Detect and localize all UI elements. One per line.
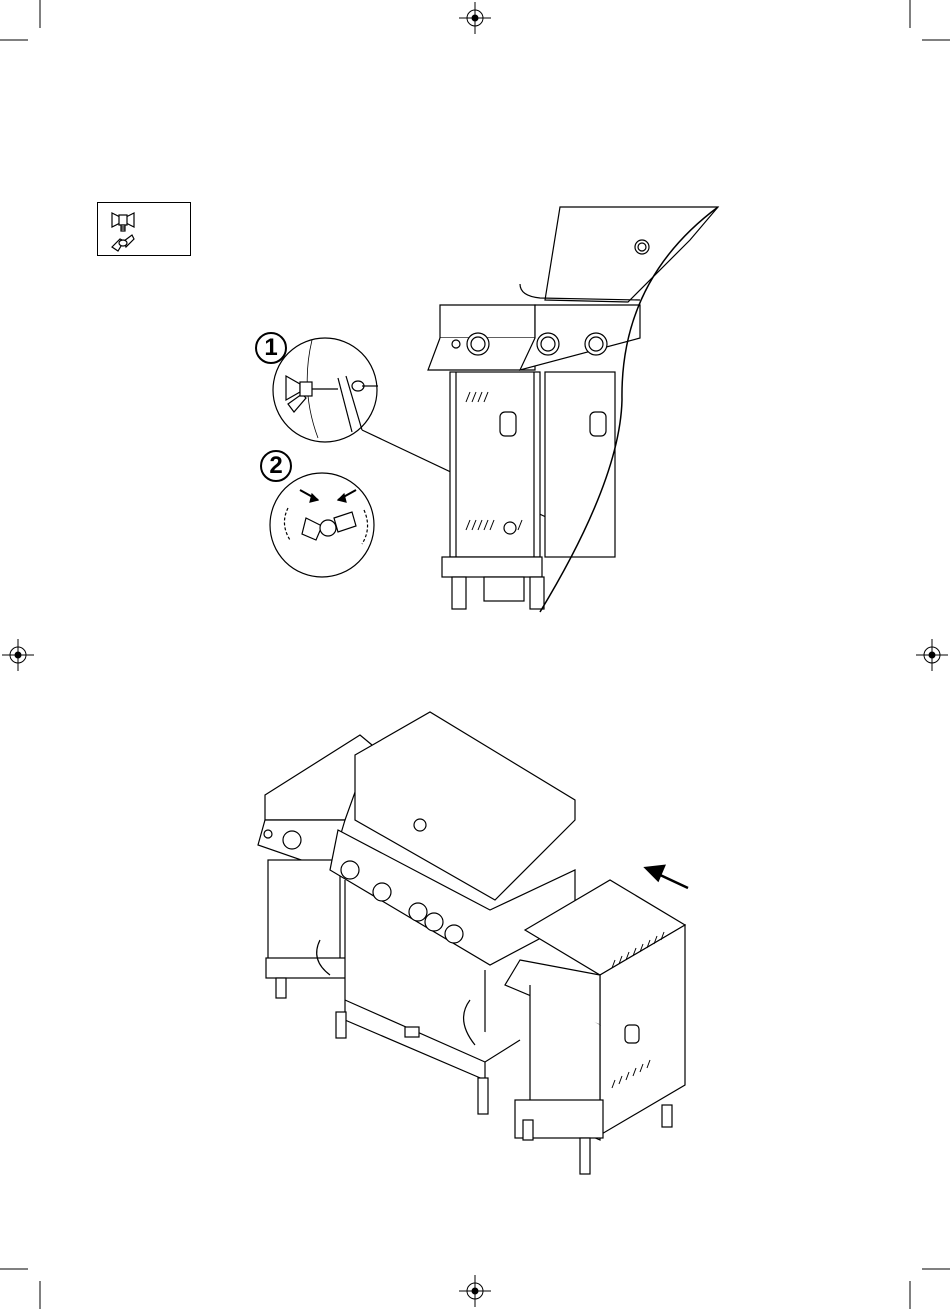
push-arrow-icon [646,866,688,888]
